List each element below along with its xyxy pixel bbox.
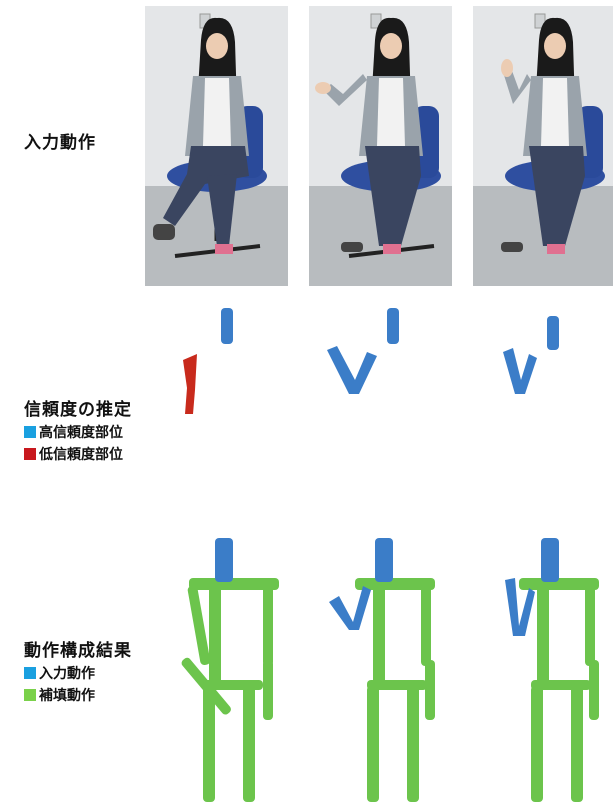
head-segment-input [215,538,233,582]
input-photo-3 [473,6,613,286]
low-confidence-label: 低信頼度部位 [39,447,123,463]
complement-motion-legend-label: 補填動作 [39,688,95,704]
arm-segment-input [329,586,371,630]
legend-low-confidence: 低信頼度部位 [24,444,132,464]
head-segment-high [387,308,399,344]
legend-input-motion: 入力動作 [24,663,132,683]
complement-motion-swatch [24,689,36,701]
legend-complement-motion: 補填動作 [24,685,132,705]
head-segment-input [541,538,559,582]
confidence-title: 信頼度の推定 [24,400,132,420]
legend-high-confidence: 高信頼度部位 [24,422,132,442]
input-motion-title: 入力動作 [24,133,96,153]
input-photo-2 [309,6,452,286]
input-motion-legend-label: 入力動作 [39,666,95,682]
arm-segment-high [327,346,377,394]
confidence-figure-3 [503,316,559,394]
head-segment-input [375,538,393,582]
result-label-block: 動作構成結果 入力動作 補填動作 [24,636,132,705]
result-skeleton-3 [505,538,599,802]
confidence-figure-2 [327,308,399,394]
confidence-label-block: 信頼度の推定 高信頼度部位 低信頼度部位 [24,395,132,464]
head-segment-high [547,316,559,350]
head-segment-high [221,308,233,344]
result-skeleton-2 [329,538,435,802]
low-confidence-swatch [24,448,36,460]
input-motion-label-block: 入力動作 [24,128,96,153]
input-motion-swatch [24,667,36,679]
result-title: 動作構成結果 [24,641,132,661]
result-skeleton-1 [181,538,279,802]
arm-segment-low [183,354,197,414]
input-photo-1 [145,6,288,286]
arm-segment-input [505,578,535,636]
high-confidence-swatch [24,426,36,438]
high-confidence-label: 高信頼度部位 [39,425,123,441]
arm-segment-high [503,348,537,394]
confidence-figure-1 [183,308,233,414]
